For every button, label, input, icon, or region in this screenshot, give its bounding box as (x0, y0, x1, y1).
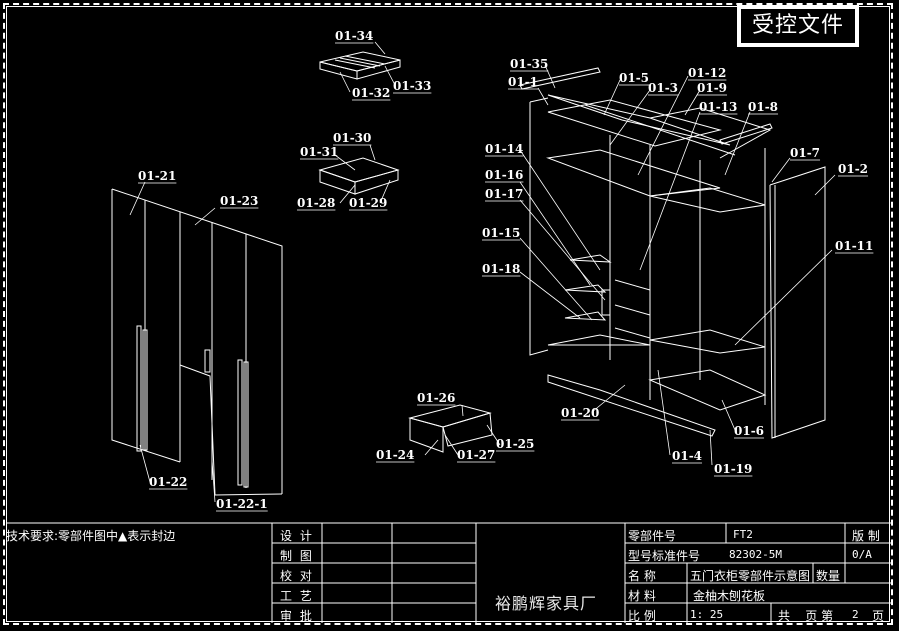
part-label: 01-31 (300, 145, 338, 159)
part-label: 01-17 (485, 187, 523, 201)
bottom-drawer-part (408, 404, 493, 453)
wardrobe-carcass (519, 67, 826, 439)
part-labels: 01-34 01-33 01-32 01-30 01-31 01-28 01-2… (138, 29, 874, 512)
part-label: 01-3 (648, 81, 678, 95)
role-drafting: 制 图 (280, 549, 314, 563)
part-label: 01-2 (838, 162, 868, 176)
drawing-border-outer (3, 3, 893, 625)
part-label: 01-20 (561, 406, 599, 420)
pages-label: 共 页 第 (778, 609, 834, 623)
part-label: 01-28 (297, 196, 335, 210)
part-no-value: FT2 (733, 528, 753, 541)
company-name: 裕鹏辉家具厂 (495, 594, 598, 613)
material-label: 材 料 (628, 589, 656, 603)
part-label: 01-13 (699, 100, 737, 114)
part-label: 01-34 (335, 29, 373, 43)
part-label: 01-9 (697, 81, 727, 95)
role-approval: 审 批 (280, 609, 314, 623)
part-label: 01-22-1 (216, 497, 268, 511)
scale-value: 1: 25 (690, 608, 724, 621)
part-label: 01-35 (510, 57, 548, 71)
part-label: 01-24 (376, 448, 414, 462)
small-drawer-part (318, 157, 400, 195)
page-number: 2 (852, 608, 859, 621)
role-design: 设 计 (280, 529, 314, 543)
quantity-label: 数量 (816, 569, 841, 583)
part-label: 01-29 (349, 196, 387, 210)
drawing-border-inner (6, 6, 890, 622)
page-suffix: 页 (872, 609, 885, 623)
top-tray-part (319, 51, 401, 80)
name-label: 名 称 (628, 569, 656, 583)
door-panels (111, 188, 283, 496)
part-label: 01-32 (352, 86, 390, 100)
scale-label: 比 例 (628, 609, 656, 623)
part-label: 01-27 (457, 448, 495, 462)
part-label: 01-26 (417, 391, 455, 405)
part-label: 01-14 (485, 142, 523, 156)
part-label: 01-22 (149, 475, 187, 489)
part-label: 01-16 (485, 168, 523, 182)
controlled-document-stamp: 受控文件 (737, 5, 859, 47)
name-value: 五门衣柜零部件示意图 (690, 569, 811, 583)
model-label: 型号标准件号 (628, 549, 701, 563)
part-label: 01-21 (138, 169, 176, 183)
part-label: 01-30 (333, 131, 371, 145)
part-label: 01-1 (508, 75, 538, 89)
part-label: 01-8 (748, 100, 778, 114)
part-label: 01-7 (790, 146, 820, 160)
leader-lines (129, 41, 836, 503)
part-label: 01-6 (734, 424, 764, 438)
part-label: 01-25 (496, 437, 534, 451)
role-checking: 校 对 (280, 569, 314, 583)
part-label: 01-12 (688, 66, 726, 80)
part-label: 01-15 (482, 226, 520, 240)
part-label: 01-18 (482, 262, 520, 276)
part-no-label: 零部件号 (628, 529, 677, 543)
version-value: 0/A (852, 548, 872, 561)
material-value: 金柚木刨花板 (693, 589, 766, 603)
technical-requirement: 技术要求:零部件图中▲表示封边 (6, 529, 176, 543)
part-label: 01-23 (220, 194, 258, 208)
title-block-grid (6, 522, 893, 623)
part-label: 01-4 (672, 449, 702, 463)
model-value: 82302-5M (729, 548, 782, 561)
role-process: 工 艺 (280, 589, 314, 603)
version-label: 版 制 (852, 529, 880, 543)
part-label: 01-11 (835, 239, 873, 253)
part-label: 01-19 (714, 462, 752, 476)
part-label: 01-5 (619, 71, 649, 85)
part-label: 01-33 (393, 79, 431, 93)
stamp-text: 受控文件 (741, 9, 855, 43)
